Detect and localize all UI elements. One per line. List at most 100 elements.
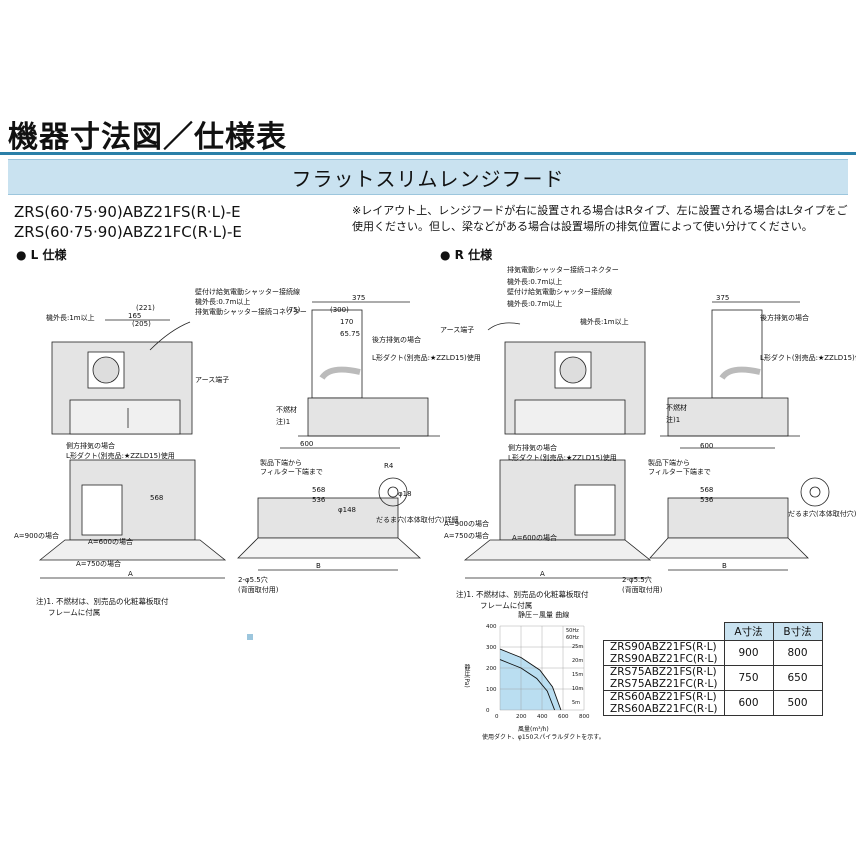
model-fc: ZRS(60·75·90)ABZ21FC(R·L)-E <box>14 223 242 241</box>
label-r-b: B <box>722 562 727 570</box>
chart-duct-label: 25m <box>572 644 583 650</box>
r-side-body <box>667 397 789 437</box>
chart-xlabel: 風量(m³/h) <box>518 726 549 733</box>
layout-note: ※レイアウト上、レンジフードが右に設置される場合はRタイプ、左に設置される場合は… <box>352 204 848 233</box>
table-a: 900 <box>723 640 774 666</box>
dim-6575: 65.75 <box>340 330 360 338</box>
chart-title: 静圧－風量 曲線 <box>518 611 570 619</box>
product-banner: フラットスリムレンジフード <box>8 159 848 195</box>
dim-165: 165 <box>128 312 141 320</box>
label-r-rear: 後方排気の場合 <box>760 313 809 322</box>
chart-ylabel: 静圧(Pa) <box>463 664 470 688</box>
label-r-note1: 注)1 <box>666 415 680 424</box>
dim-600: 600 <box>300 440 313 448</box>
chart-duct-label: 20m <box>572 658 583 664</box>
table-a: 750 <box>723 665 774 691</box>
label-r-hole: 2-φ5.5穴 <box>622 575 652 584</box>
dimension-drawings: 壁付け給気電動シャッター接続線 機外長:0.7m以上 排気電動シャッター接続コネ… <box>14 265 856 594</box>
label-r-noncomb: 不燃材 <box>666 403 687 412</box>
table-model: ZRS60ABZ21FS(R·L)ZRS60ABZ21FC(R·L) <box>603 690 725 716</box>
label-l-side: 側方排気の場合 <box>66 441 115 450</box>
label-l-a: A <box>128 570 133 578</box>
chart-duct-label: 10m <box>572 686 583 692</box>
label-r-shutter: 壁付け給気電動シャッター接続線 <box>507 287 612 296</box>
page-title: 機器寸法図／仕様表 <box>8 120 287 155</box>
label-l-connector: 排気電動シャッター接続コネクター <box>195 307 307 316</box>
label-r-900: A=900の場合 <box>444 519 489 528</box>
chart-y-tick: 100 <box>486 687 497 693</box>
dim-300: (300) <box>330 306 349 314</box>
table-model: ZRS90ABZ21FS(R·L)ZRS90ABZ21FC(R·L) <box>603 640 725 666</box>
title-rule <box>0 152 856 155</box>
dim-18: φ18 <box>398 490 412 498</box>
label-l-noncomb: 不燃材 <box>276 405 297 414</box>
chart-y-tick: 0 <box>486 708 490 714</box>
dim-568-r: 568 <box>700 486 713 494</box>
chart-caption: 使用ダクト、φ150スパイラルダクトを示す。 <box>482 734 605 741</box>
chart-x-tick: 600 <box>558 714 569 720</box>
label-l-duct2: L形ダクト(別売品:★ZZLD15)使用 <box>66 451 175 460</box>
label-l-duct: L形ダクト(別売品:★ZZLD15)使用 <box>372 353 481 362</box>
spec-l-heading: ● L 仕様 <box>16 248 67 262</box>
l-hood-elevation <box>257 497 399 539</box>
label-r-earth: アース端子 <box>440 325 474 334</box>
footnote-r-line-2: フレームに付属 <box>480 601 533 610</box>
r-hood-elevation <box>667 497 789 539</box>
label-r-detail: だるま穴(本体取付穴)詳細 <box>788 509 856 518</box>
chart-duct-label: 5m <box>572 700 580 706</box>
label-r-side: 側方排気の場合 <box>508 443 557 452</box>
dim-75: (75) <box>286 306 301 314</box>
footnote-line-1: 注)1. 不燃材は、別売品の化粧幕板取付 <box>36 597 169 606</box>
dim-205: (205) <box>132 320 151 328</box>
footnote-l: 注)1. 不燃材は、別売品の化粧幕板取付 フレームに付属 <box>36 596 168 618</box>
table-b: 800 <box>772 640 823 666</box>
dim-148: φ148 <box>338 506 356 514</box>
dim-170: 170 <box>340 318 353 326</box>
label-l-detail: だるま穴(本体取付穴)詳細 <box>376 515 458 524</box>
dim-536: 536 <box>312 496 326 504</box>
dim-568: 568 <box>150 494 163 502</box>
label-l-hole-sub: (背面取付用) <box>238 585 279 594</box>
table-row: ZRS60ABZ21FS(R·L)ZRS60ABZ21FC(R·L) 600 5… <box>603 690 823 716</box>
label-l-earth: アース端子 <box>195 375 229 384</box>
footnote-r: 注)1. 不燃材は、別売品の化粧幕板取付 フレームに付属 <box>456 589 588 611</box>
label-r-length1m: 機外長:1m以上 <box>580 317 629 326</box>
label-l-shutter: 壁付け給気電動シャッター接続線 <box>195 287 300 296</box>
dim-r4: R4 <box>384 462 394 470</box>
label-l-600: A=600の場合 <box>88 537 133 546</box>
chart-y-tick: 300 <box>486 645 497 651</box>
label-r-duct2: L形ダクト(別売品:★ZZLD15)使用 <box>508 453 617 462</box>
table-header-model <box>603 622 725 641</box>
label-l-note1: 注)1 <box>276 417 290 426</box>
chart-series-line <box>499 648 562 711</box>
label-r-750: A=750の場合 <box>444 531 489 540</box>
chart-x-tick: 0 <box>495 714 499 720</box>
label-l-filter-to: フィルター下端まで <box>260 467 323 476</box>
dim-375-r: 375 <box>716 294 729 302</box>
table-row: ZRS90ABZ21FS(R·L)ZRS90ABZ21FC(R·L) 900 8… <box>603 640 823 666</box>
label-r-hole-sub: (背面取付用) <box>622 585 663 594</box>
label-r-a: A <box>540 570 545 578</box>
label-l-length1m: 機外長:1m以上 <box>46 313 95 322</box>
chart-y-tick: 400 <box>486 624 497 630</box>
dim-600-r: 600 <box>700 442 713 450</box>
table-header-a: A寸法 <box>723 622 774 641</box>
dim-375: 375 <box>352 294 365 302</box>
model-fs: ZRS(60·75·90)ABZ21FS(R·L)-E <box>14 203 241 221</box>
label-r-filter-from: 製品下端から <box>648 458 690 467</box>
table-model: ZRS75ABZ21FS(R·L)ZRS75ABZ21FC(R·L) <box>603 665 725 691</box>
table-b: 650 <box>772 665 823 691</box>
spec-r-heading: ● R 仕様 <box>440 248 493 262</box>
chart-x-tick: 200 <box>516 714 527 720</box>
label-l-rear: 後方排気の場合 <box>372 335 421 344</box>
dim-536-r: 536 <box>700 496 714 504</box>
chart-series-label: 50Hz <box>566 628 579 634</box>
l-detail-circle <box>378 477 408 507</box>
decorative-marker <box>247 634 253 640</box>
dimension-table: A寸法 B寸法 ZRS90ABZ21FS(R·L)ZRS90ABZ21FC(R·… <box>603 622 823 716</box>
label-l-900: A=900の場合 <box>14 531 59 540</box>
table-a: 600 <box>723 690 774 716</box>
label-r-filter-to: フィルター下端まで <box>648 467 711 476</box>
